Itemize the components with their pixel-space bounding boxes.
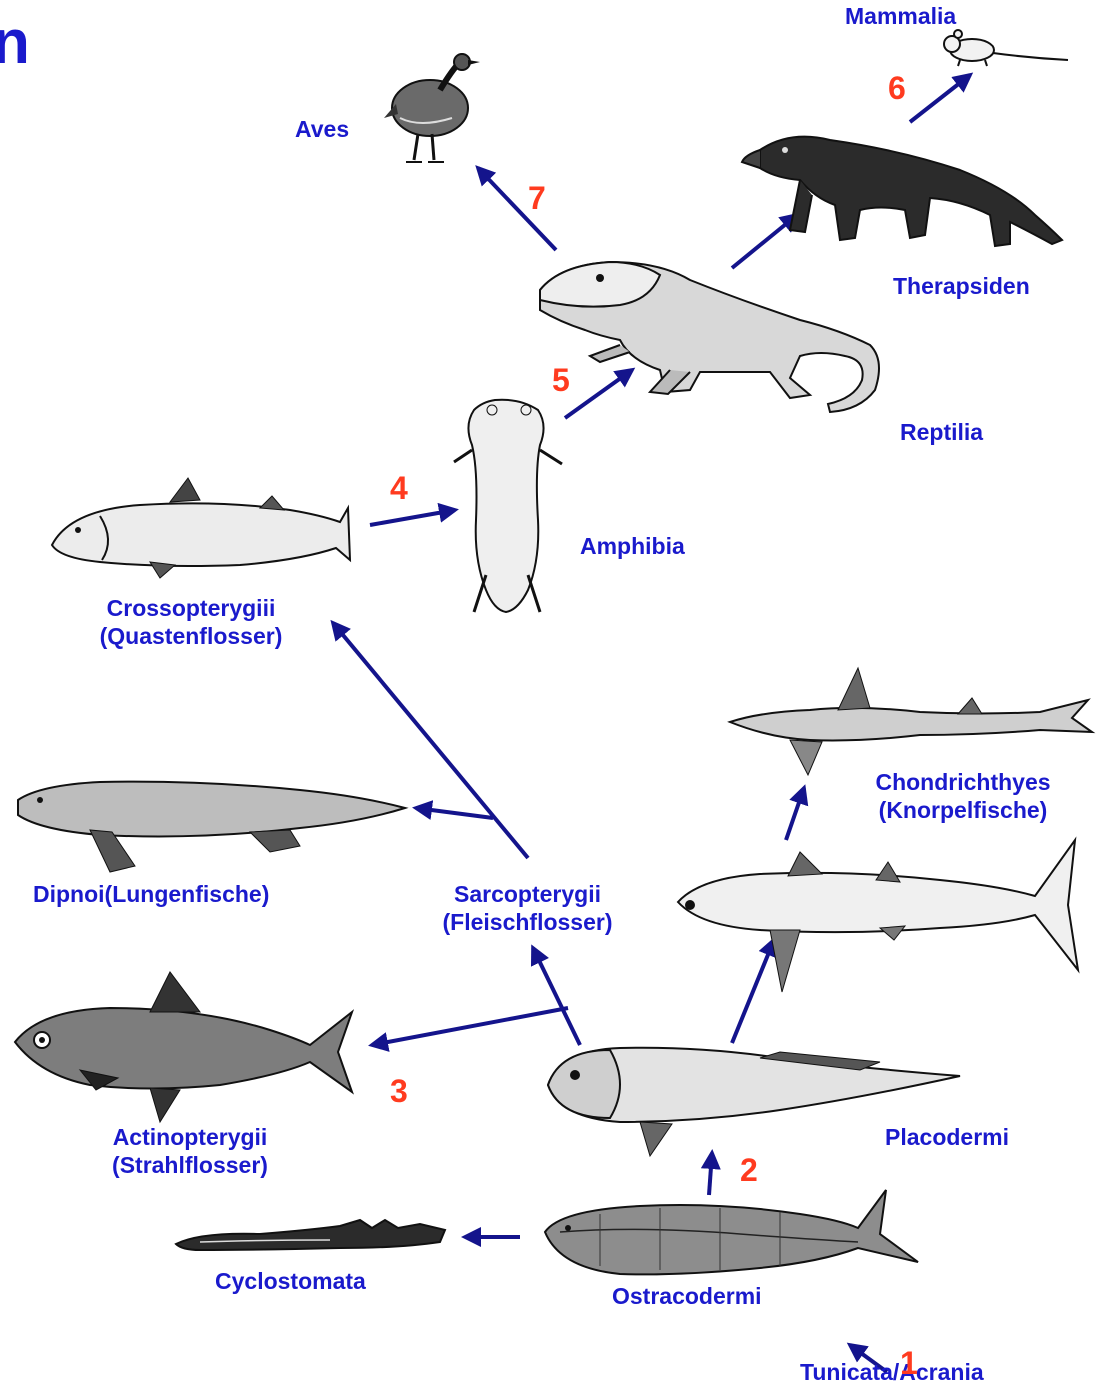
step-number-5: 5 (552, 362, 570, 398)
label-chondrichthyes-line1: Chondrichthyes (838, 768, 1088, 796)
step-number-6: 6 (888, 70, 906, 106)
arrow-placodermi-actinopterygii (372, 1008, 568, 1045)
shark-drawing (730, 668, 1092, 775)
arrow-ostracodermi-placodermi (709, 1153, 712, 1195)
label-ostracodermi: Ostracodermi (612, 1282, 762, 1310)
arrow-amphibia-reptilia (565, 370, 632, 418)
ostracoderm-drawing (545, 1190, 918, 1274)
label-dipnoi: Dipnoi(Lungenfische) (33, 880, 269, 908)
step-number-7: 7 (528, 180, 546, 216)
label-crossopterygii-line1: Crossopterygiii (60, 594, 322, 622)
label-amphibia: Amphibia (580, 532, 685, 560)
lamprey-drawing (176, 1220, 445, 1250)
label-chondrichthyes-line2: (Knorpelfische) (838, 796, 1088, 824)
label-mammalia: Mammalia (845, 2, 956, 30)
lungfish-drawing (18, 782, 405, 872)
mouse-drawing (944, 30, 1068, 66)
step-number-3: 3 (390, 1073, 408, 1109)
amphibian-drawing (454, 400, 562, 612)
label-crossopterygii-line2: (Quastenflosser) (60, 622, 322, 650)
coelacanth-drawing (52, 478, 350, 578)
label-actinopterygii-line2: (Strahlflosser) (70, 1151, 310, 1179)
step-number-4: 4 (390, 470, 408, 506)
arrow-early-shark-chondrichthyes (786, 788, 804, 840)
arrow-crossopterygii-amphibia (370, 510, 455, 525)
label-sarcopterygii-line1: Sarcopterygii (400, 880, 655, 908)
arrow-therapsiden-mammalia (910, 75, 970, 122)
label-actinopterygii: Actinopterygii (Strahlflosser) (70, 1123, 310, 1179)
label-reptilia: Reptilia (900, 418, 983, 446)
label-chondrichthyes: Chondrichthyes (Knorpelfische) (838, 768, 1088, 824)
arrow-reptilia-therapsiden (732, 215, 797, 268)
arrow-branch-dipnoi (416, 808, 493, 818)
step-number-2: 2 (740, 1152, 758, 1188)
arrow-sarcopterygii-crossopterygii (333, 623, 528, 858)
label-sarcopterygii: Sarcopterygii (Fleischflosser) (400, 880, 655, 936)
label-aves: Aves (295, 115, 349, 143)
early-shark-drawing (678, 840, 1078, 992)
label-placodermi: Placodermi (885, 1123, 1009, 1151)
arrow-placodermi-early-shark (732, 940, 774, 1043)
bird-drawing (384, 54, 480, 162)
step-number-1: 1 (900, 1345, 918, 1381)
label-tunicata: Tunicata/Acrania (800, 1358, 984, 1386)
therapsid-drawing (742, 137, 1062, 246)
label-actinopterygii-line1: Actinopterygii (70, 1123, 310, 1151)
label-cyclostomata: Cyclostomata (215, 1267, 366, 1295)
herring-drawing (15, 972, 352, 1122)
label-crossopterygii: Crossopterygiii (Quastenflosser) (60, 594, 322, 650)
label-sarcopterygii-line2: (Fleischflosser) (400, 908, 655, 936)
arrow-placodermi-sarcopterygii (533, 948, 580, 1045)
reptile-drawing (540, 262, 879, 412)
label-therapsiden: Therapsiden (893, 272, 1030, 300)
